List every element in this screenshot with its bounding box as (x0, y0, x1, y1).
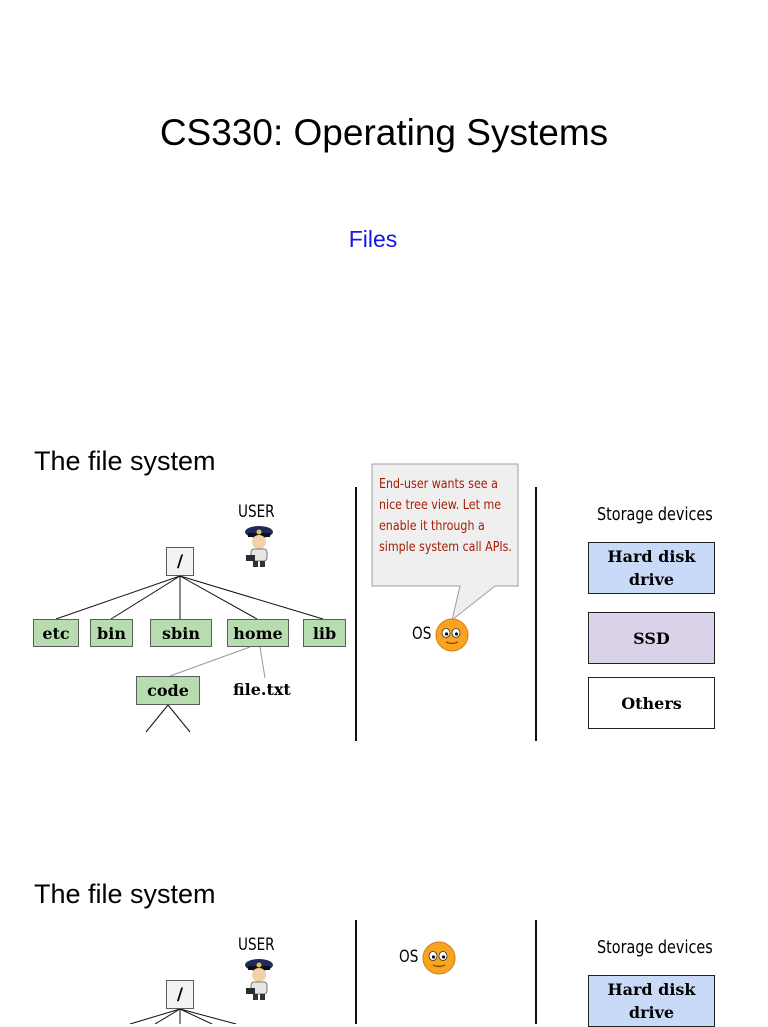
os-label-2: OS (399, 947, 419, 967)
tree-node-file: file.txt (233, 680, 291, 699)
divider-right (535, 487, 537, 741)
storage-heading-2: Storage devices (597, 937, 713, 958)
divider-left (355, 487, 357, 741)
divider-right-2 (535, 920, 537, 1024)
storage-hdd-2: Hard disk drive (588, 975, 715, 1027)
tree-node-etc: etc (33, 619, 79, 647)
tree-root: / (166, 547, 194, 576)
tree-node-home: home (227, 619, 289, 647)
user-label-2: USER (238, 935, 275, 955)
slide-title: CS330: Operating Systems (159, 112, 609, 153)
divider-left-2 (355, 920, 357, 1024)
storage-hdd-label-2: Hard disk drive (607, 980, 696, 1022)
smiley-os-icon (435, 618, 469, 652)
section-heading-2: The file system (34, 879, 216, 909)
police-user-icon (245, 526, 273, 567)
file-system-slide: The file system USER / etc bin sbin home… (0, 0, 768, 741)
storage-others: Others (588, 677, 715, 729)
tree-node-bin: bin (90, 619, 133, 647)
tree-node-code: code (136, 676, 200, 705)
tree-node-sbin: sbin (150, 619, 212, 647)
storage-ssd: SSD (588, 612, 715, 664)
tree-node-lib: lib (303, 619, 346, 647)
tree-root-2: / (166, 980, 194, 1009)
police-user-icon-2 (245, 959, 273, 1000)
user-label: USER (238, 502, 275, 522)
section-heading: The file system (34, 446, 216, 476)
storage-hdd-label: Hard disk drive (607, 547, 696, 589)
os-label: OS (412, 624, 432, 644)
slide-subtitle: Files (348, 226, 398, 252)
os-callout-text: End-user wants see a nice tree view. Let… (379, 476, 512, 555)
storage-others-label: Others (621, 693, 682, 713)
storage-ssd-label: SSD (633, 628, 670, 648)
smiley-os-icon-2 (422, 941, 456, 975)
speech-bubble (371, 463, 519, 622)
storage-hdd: Hard disk drive (588, 542, 715, 594)
storage-heading: Storage devices (597, 504, 713, 525)
